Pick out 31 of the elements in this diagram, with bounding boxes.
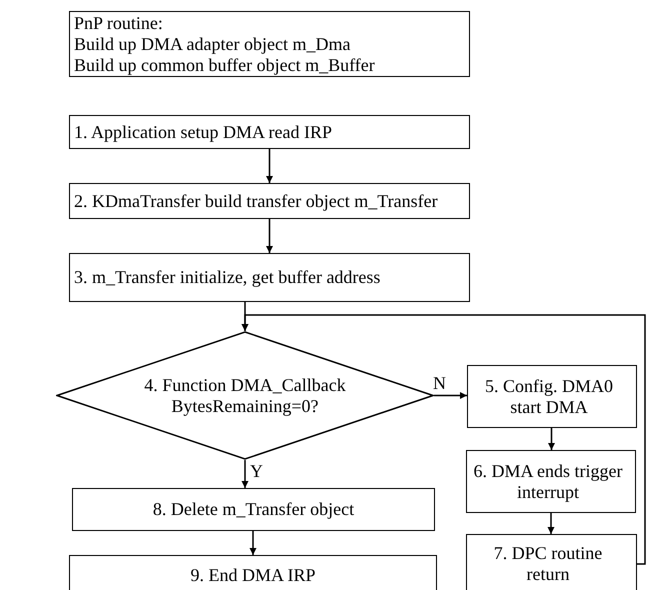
arrow (250, 531, 256, 555)
arrow (434, 392, 467, 399)
node-text: PnP routine: (74, 12, 164, 34)
process-box (466, 450, 636, 513)
arrow (548, 428, 555, 450)
node-text: Build up DMA adapter object m_Dma (74, 34, 352, 54)
process-box (72, 488, 435, 531)
decision-diamond (56, 331, 434, 460)
node-text: 8. Delete m_Transfer object (152, 499, 356, 520)
node-text: 4. Function DMA_Callback BytesRemaining=0? (143, 374, 347, 416)
node-text: Build up common buffer object m_Buffer (74, 54, 376, 76)
process-box (69, 11, 470, 77)
node-text: 1. Application setup DMA read IRP (74, 122, 333, 142)
node-text: 9. End DMA IRP (189, 564, 316, 586)
process-box (466, 534, 637, 590)
process-box (69, 115, 470, 149)
node-text: 6. DMA ends trigger interrupt (473, 460, 623, 502)
arrow (266, 219, 273, 253)
process-box (69, 183, 470, 219)
process-box (69, 253, 470, 302)
edge-label: Y (249, 462, 264, 480)
arrow (548, 513, 554, 534)
node-text: 5. Config. DMA0 start DMA (484, 376, 614, 418)
node-text: 3. m_Transfer initialize, get buffer address (74, 267, 382, 288)
arrow (242, 314, 646, 565)
arrow (242, 460, 248, 488)
arrow (266, 149, 273, 183)
process-box (467, 365, 637, 428)
process-box (69, 555, 437, 590)
node-text: 2. KDmaTransfer build transfer object m_Transfer (74, 190, 439, 212)
node-text: 7. DPC routine return (492, 543, 604, 585)
